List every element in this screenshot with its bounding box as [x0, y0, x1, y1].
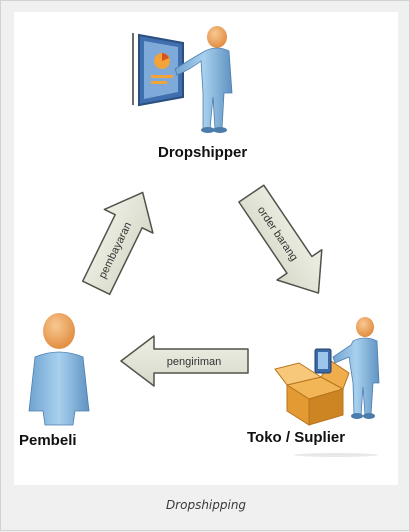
dropshipper-label: Dropshipper: [158, 144, 248, 161]
package-box-icon: [274, 360, 350, 426]
pembeli-figure: [28, 313, 90, 426]
dropshipper-person-icon: [174, 26, 233, 133]
figure-caption: Dropshipping: [165, 498, 247, 512]
toko-label: Toko / Suplier: [247, 429, 346, 446]
pengiriman-arrow: pengiriman: [120, 335, 249, 387]
order-barang-arrow: order barang: [238, 184, 323, 294]
presentation-board-icon: [132, 33, 184, 107]
dropshipper-figure: [132, 26, 233, 133]
pembayaran-arrow: pembayaran: [81, 191, 154, 296]
toko-figure: [274, 317, 380, 457]
pembeli-person-icon: [28, 313, 90, 426]
tablet-icon: [314, 348, 332, 374]
toko-person-icon: [332, 317, 380, 419]
pembeli-label: Pembeli: [19, 432, 77, 449]
pengiriman-label: pengiriman: [167, 356, 221, 368]
